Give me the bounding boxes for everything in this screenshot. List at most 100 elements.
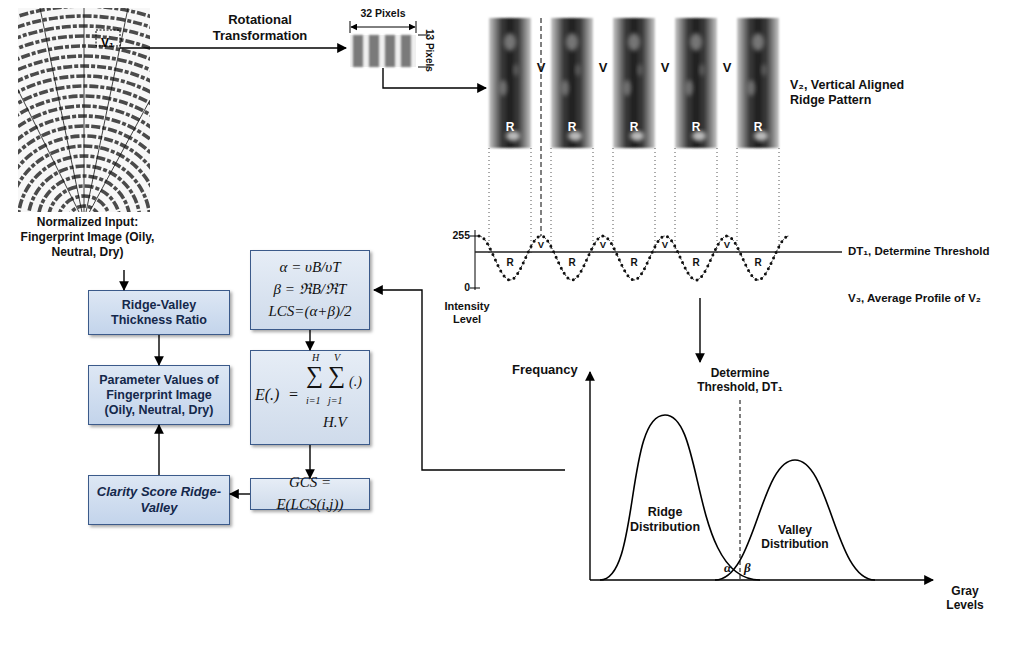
valley-mark: V <box>593 239 613 250</box>
flow-arrow <box>158 425 159 475</box>
flow-arrow <box>309 445 310 478</box>
dimension-label: 13 Pixels <box>423 29 435 72</box>
fingerprint-picture <box>18 8 150 212</box>
chart-axis <box>589 372 590 580</box>
dotted-guide <box>593 148 594 256</box>
fingerprint-picture <box>18 8 150 212</box>
dotted-guide <box>655 148 656 256</box>
flow-arrow <box>309 330 310 350</box>
node-text: Ridge-Valley Thickness Ratio <box>94 298 224 328</box>
fingerprint-picture <box>84 100 150 212</box>
part-label: DT₁, Determine Threshold <box>848 245 990 259</box>
ridge-mark: R <box>686 120 706 134</box>
dotted-guide <box>675 148 676 256</box>
node-text: GCS = E(LCS(i,j)) <box>256 472 364 516</box>
ridge-mark: R <box>500 257 520 269</box>
formula-box: α = υB/υTβ = ℜB/ℜTLCS=(α+β)/2 <box>250 250 370 330</box>
valley-mark: V <box>593 60 613 76</box>
node-text: (.) <box>349 375 362 389</box>
flow-arrow <box>699 298 700 362</box>
ridge-panel <box>551 18 593 148</box>
ridge-thumbnail <box>353 35 363 67</box>
axis-title: Intensity Level <box>436 300 498 326</box>
dashed-guide <box>541 18 542 236</box>
ridge-curve <box>600 415 760 580</box>
region-label: V₁ <box>101 36 114 50</box>
process-box: Parameter Values of Fingerprint Image (O… <box>88 365 230 425</box>
overlap-symbol: α <box>724 560 731 576</box>
ridge-mark: R <box>562 257 582 269</box>
threshold-line <box>475 251 842 252</box>
ridge-mark: R <box>624 120 644 134</box>
node-text: Parameter Values of Fingerprint Image (O… <box>94 373 224 418</box>
threshold-label: Determine Threshold, DT₁ <box>690 366 790 395</box>
valley-mark: V <box>717 239 737 250</box>
curve-label: Valley Distribution <box>755 523 835 552</box>
fingerprint-picture <box>18 8 150 212</box>
flow-arrow <box>374 290 565 470</box>
flow-arrow <box>158 335 159 365</box>
profile-curve <box>479 236 789 280</box>
ridge-mark: R <box>624 257 644 269</box>
node-text: ∑ <box>306 363 323 387</box>
process-box: Ridge-Valley Thickness Ratio <box>88 290 230 335</box>
ridge-thumbnail <box>369 35 379 67</box>
arrow-label: Rotational Transformation <box>205 12 315 43</box>
profile-dots <box>479 236 789 280</box>
chart-axis <box>590 372 933 580</box>
fingerprint-picture <box>18 8 150 212</box>
dotted-guide <box>531 148 532 256</box>
ridge-mark: R <box>562 120 582 134</box>
dotted-guide <box>489 148 779 256</box>
valley-mark: V <box>655 239 675 250</box>
dotted-guide <box>613 148 614 256</box>
ridge-mark: R <box>500 120 520 134</box>
valley-mark: V <box>531 60 551 76</box>
intensity-axis <box>470 288 480 289</box>
node-text: Clarity Score Ridge-Valley <box>94 484 224 515</box>
ridge-panel <box>489 18 779 148</box>
output-box: Clarity Score Ridge-Valley <box>88 475 230 525</box>
node-text: H <box>312 353 319 363</box>
chart-axis <box>590 579 933 580</box>
valley-curve <box>715 460 875 580</box>
ridge-mark: R <box>686 257 706 269</box>
fingerprint-image: V₁Normalized Input: Fingerprint Image (O… <box>15 5 160 270</box>
axis-value: 0 <box>456 281 470 294</box>
overlap-symbol: β <box>744 560 751 576</box>
node-text: j=1 <box>328 396 343 406</box>
axis-value: 255 <box>444 229 470 242</box>
ridge-mark: R <box>748 257 768 269</box>
ridge-thumbnail <box>385 35 395 67</box>
flow-arrow <box>230 493 250 494</box>
node-text: H.V <box>323 415 347 430</box>
part-label: V₂, Vertical Aligned Ridge Pattern <box>790 78 940 108</box>
node-text: V <box>334 353 340 363</box>
node-text: i=1 <box>306 396 321 406</box>
dotted-guide <box>737 148 738 256</box>
valley-mark: V <box>655 60 675 76</box>
node-text: LCS=(α+β)/2 <box>268 301 351 323</box>
fingerprint-picture <box>84 8 85 212</box>
valley-mark: V <box>531 239 551 250</box>
dotted-guide <box>717 148 718 256</box>
dimension-label: 32 Pixels <box>348 7 418 20</box>
ridge-panel <box>675 18 717 148</box>
flow-arrow <box>123 270 124 290</box>
axis-title: Gray Levels <box>935 584 995 613</box>
ridge-panel <box>489 18 531 148</box>
node-text: = <box>288 387 299 403</box>
intensity-axis <box>470 230 480 290</box>
fingerprint-picture <box>40 8 84 212</box>
transform-arrow <box>120 47 346 48</box>
node-text: α = υB/υT <box>280 257 341 279</box>
ridge-thumbnail <box>350 35 416 67</box>
formula-box: E(.)=H∑i=1V∑j=1(.)H.V <box>250 350 370 445</box>
dimension-line <box>350 21 351 33</box>
dotted-guide <box>551 148 552 256</box>
part-label: V₃, Average Profile of V₂ <box>848 292 981 306</box>
threshold-line <box>740 400 741 580</box>
dimension-line <box>416 21 417 33</box>
